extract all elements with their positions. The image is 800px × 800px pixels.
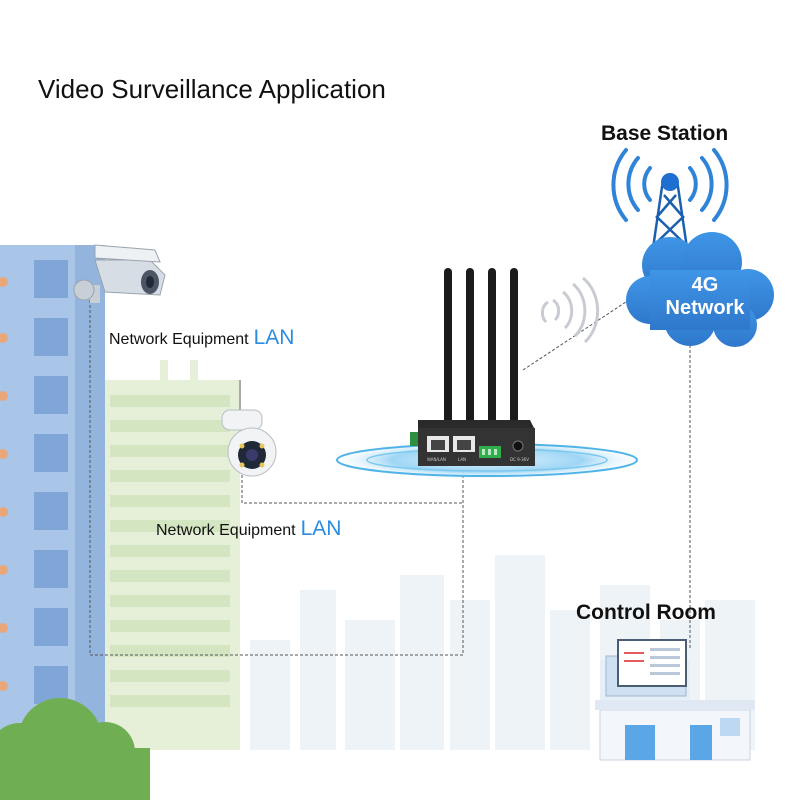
control-room-label: Control Room (576, 601, 716, 624)
bullet-camera-icon (73, 244, 166, 303)
router-port-wan-label: WAN/LAN (427, 457, 446, 462)
lan-label: LAN (253, 326, 295, 349)
wireless-waves-icon (540, 276, 600, 344)
dome-camera-icon (221, 380, 277, 477)
network-label-line2: Network (665, 297, 745, 319)
green-building (100, 360, 240, 750)
network-equipment-text: Network Equipment (156, 522, 296, 539)
lan-label: LAN (300, 517, 342, 540)
camera2-line (241, 470, 463, 504)
base-station-label: Base Station (601, 122, 729, 145)
control-room-icon (595, 639, 755, 761)
router-icon: WAN/LAN LAN DC 9-36V (410, 268, 535, 466)
camera1-line (89, 300, 464, 656)
connection-lines (89, 291, 691, 656)
trees (0, 698, 150, 800)
network-label-line1: 4G (691, 274, 719, 296)
diagram-title: Video Surveillance Application (38, 74, 386, 104)
router-port-lan-label: LAN (458, 457, 466, 462)
router-to-cloud-line (522, 291, 642, 371)
blue-building (0, 245, 105, 750)
network-equipment-text: Network Equipment (109, 331, 249, 348)
network-cloud-icon (626, 232, 774, 347)
router-port-dc-label: DC 9-36V (510, 457, 529, 462)
